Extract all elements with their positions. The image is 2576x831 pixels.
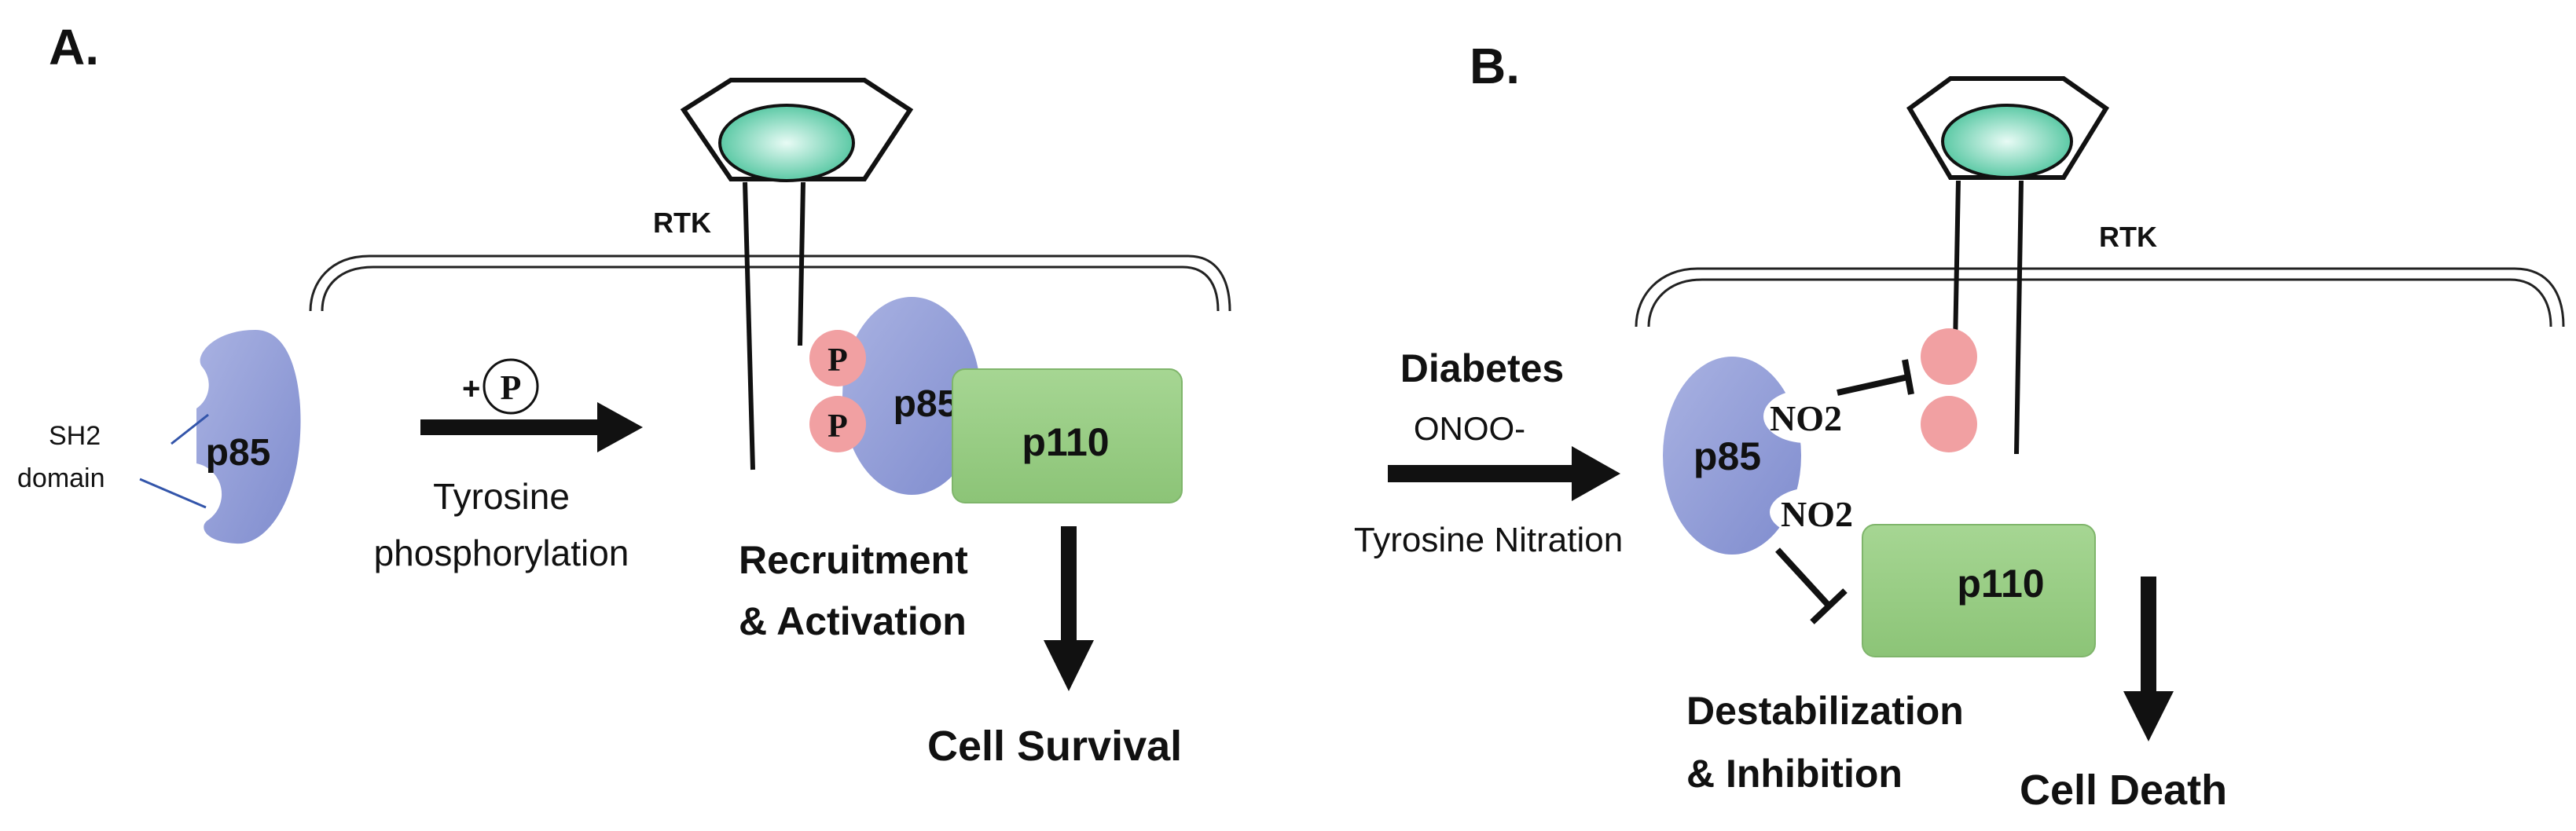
step-label-line1: Tyrosine — [433, 476, 570, 517]
condition-line2: ONOO- — [1414, 410, 1525, 447]
p85-bound-label: p85 — [894, 383, 959, 425]
rtk-receptor-b — [1906, 76, 2110, 455]
membrane-a-inner — [321, 265, 1220, 312]
outcome-b: Cell Death — [2020, 767, 2227, 814]
condition-line1: Diabetes — [1400, 346, 1564, 390]
phospho-site-2 — [809, 396, 866, 452]
p85-b-shape — [1663, 357, 1801, 555]
arrow-nitration — [1388, 446, 1620, 501]
p110-a-shape — [952, 368, 1183, 503]
panel-a: A. RTK p85 SH2 domain + P Tyrosine phosp… — [17, 19, 1231, 770]
step-label-line2: phosphorylation — [374, 533, 629, 573]
p85-bound-shape — [842, 297, 981, 495]
inhibition-p110-bar — [1775, 547, 1848, 624]
panel-b-label: B. — [1470, 38, 1520, 94]
process-a-line1: Recruitment — [739, 538, 968, 582]
panel-a-label: A. — [49, 19, 99, 75]
p110-b-shape — [1862, 524, 2096, 657]
receptor-site-1 — [1921, 328, 1977, 385]
p85-b-label: p85 — [1693, 434, 1761, 478]
membrane-b-inner — [1647, 278, 2552, 328]
sh2-pointer-top — [171, 413, 209, 445]
rtk-label-b: RTK — [2099, 221, 2157, 253]
inhibition-receptor-bar — [1837, 359, 1914, 396]
arrow-death — [2123, 577, 2174, 741]
rtk-receptor-a — [680, 78, 914, 470]
sh2-label-line2: domain — [17, 463, 105, 493]
phospho-symbol-circle — [483, 358, 539, 415]
panel-b: B. RTK Diabetes ONOO- Tyrosine Nitration… — [1354, 38, 2565, 814]
phospho-site-1-label: P — [827, 342, 848, 379]
nitro-label-1: NO2 — [1770, 398, 1842, 438]
process-b-line1: Destabilization — [1686, 689, 1964, 733]
membrane-a — [309, 254, 1231, 312]
nitro-site-2-bg — [1770, 487, 1864, 537]
phospho-symbol: P — [501, 368, 522, 407]
p110-b-label: p110 — [1957, 562, 2044, 606]
rtk-label-a: RTK — [653, 207, 711, 239]
step-label-b: Tyrosine Nitration — [1354, 521, 1623, 559]
ligand-b — [1941, 104, 2073, 179]
sh2-label-line1: SH2 — [49, 421, 101, 451]
phospho-site-2-label: P — [827, 408, 848, 445]
process-b-line2: & Inhibition — [1686, 752, 1903, 796]
arrow-survival — [1044, 526, 1094, 691]
receptor-site-2 — [1921, 396, 1977, 452]
phospho-site-1 — [809, 330, 866, 386]
p85-free-shape — [196, 330, 301, 544]
arrow-phosphorylation — [420, 402, 643, 452]
ligand-a — [718, 104, 855, 182]
membrane-b — [1635, 267, 2565, 328]
phospho-prefix: + — [462, 372, 480, 406]
sh2-pointer-bottom — [139, 478, 207, 509]
process-a-line2: & Activation — [739, 599, 967, 643]
nitro-label-2: NO2 — [1781, 494, 1853, 534]
p110-a-label: p110 — [1022, 420, 1109, 464]
p85-free-label: p85 — [206, 432, 271, 474]
nitro-site-1-bg — [1763, 390, 1848, 443]
outcome-a: Cell Survival — [927, 723, 1182, 770]
